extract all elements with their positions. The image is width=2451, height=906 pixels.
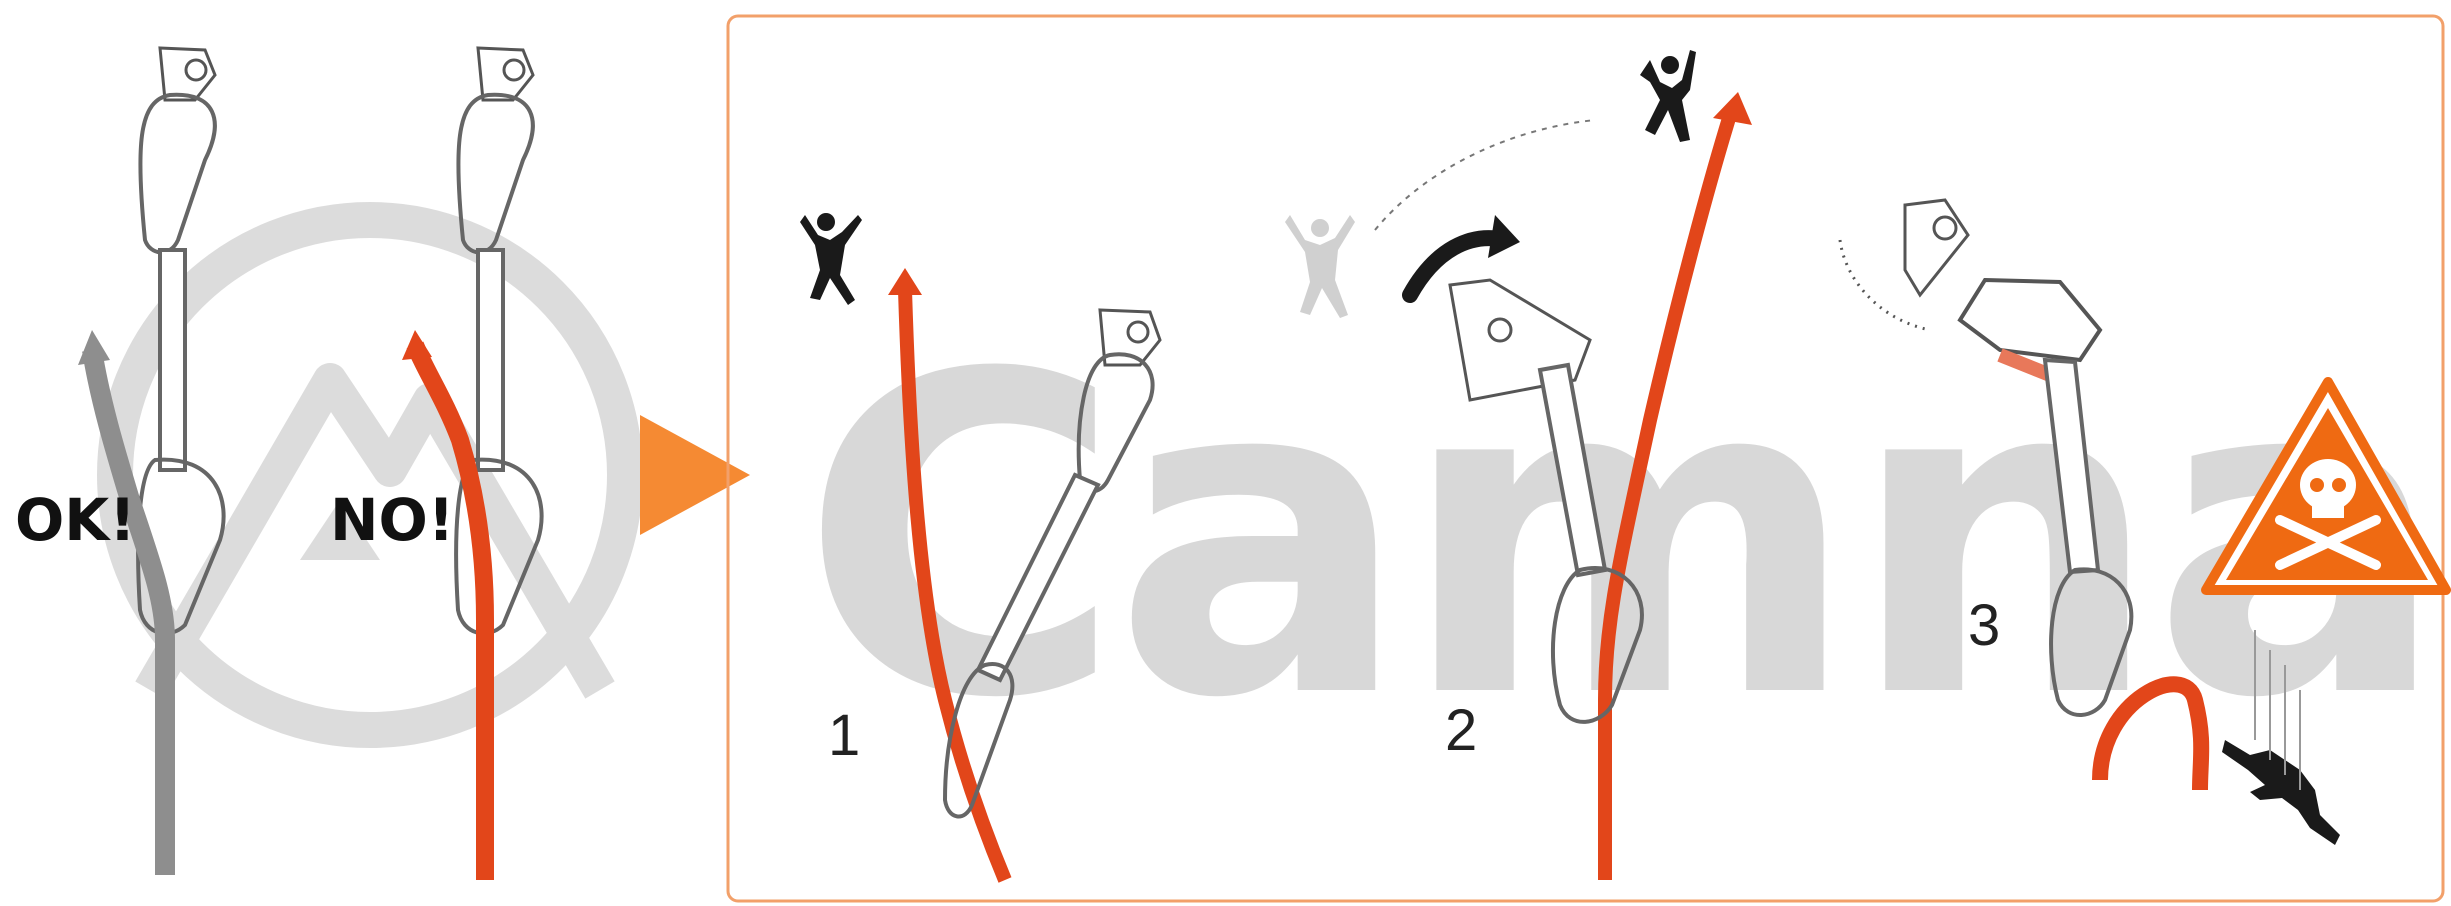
rope-arrow-icon xyxy=(402,330,432,360)
no-example: NO! xyxy=(330,48,542,880)
no-label: NO! xyxy=(330,486,454,554)
top-carabiner-icon xyxy=(140,95,215,253)
ok-example: OK! xyxy=(15,48,224,875)
rope-arrow-icon xyxy=(1713,92,1752,125)
sling-icon xyxy=(478,250,503,470)
ok-label: OK! xyxy=(15,486,136,554)
play-arrow-icon xyxy=(640,415,750,535)
step-number: 2 xyxy=(1445,698,1477,763)
step-number: 1 xyxy=(828,703,860,768)
hanger-icon xyxy=(160,48,215,100)
watermark-logo-icon xyxy=(115,220,625,730)
rope-arrow-icon xyxy=(78,330,110,365)
rotate-arrowhead-icon xyxy=(1488,215,1520,258)
step-number: 3 xyxy=(1968,593,2000,658)
sling-icon xyxy=(160,250,185,470)
climber-icon xyxy=(1640,50,1696,142)
fall-path-dotted xyxy=(1375,120,1595,230)
hanger-icon xyxy=(478,48,533,100)
hanger-icon xyxy=(1905,200,1968,295)
